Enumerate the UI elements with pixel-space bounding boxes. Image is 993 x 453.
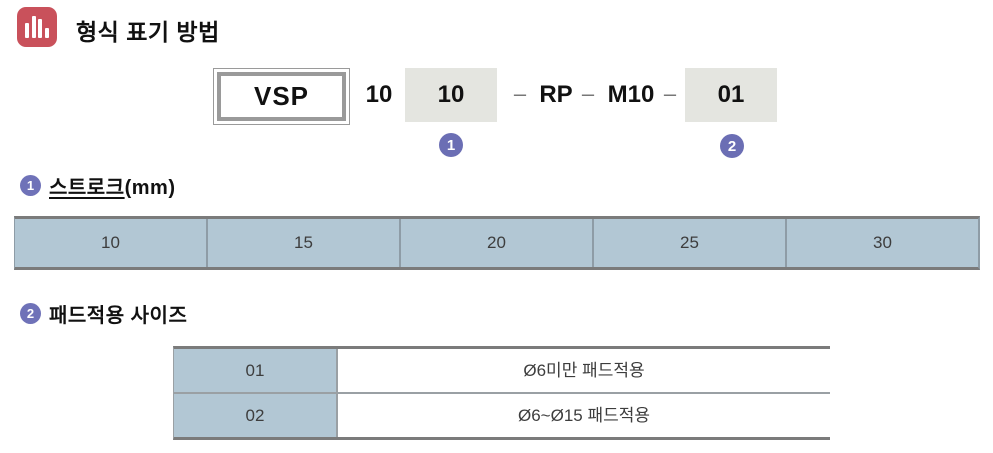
- marker-1-badge: 1: [439, 133, 463, 157]
- stroke-cell: 15: [208, 219, 401, 267]
- model-dash: –: [581, 81, 595, 106]
- pad-code-cell: 02: [174, 394, 338, 437]
- pad-size-table: 01 Ø6미만 패드적용 02 Ø6~Ø15 패드적용: [173, 346, 830, 440]
- model-dash: –: [663, 81, 677, 106]
- stroke-cell: 10: [15, 219, 208, 267]
- bar-chart-icon-bar: [38, 19, 43, 38]
- bar-chart-icon-bar: [44, 28, 49, 38]
- stroke-cell: 30: [787, 219, 978, 267]
- model-prefix-box: VSP: [213, 68, 350, 125]
- section-stroke-title-main: 스트로크: [49, 177, 125, 199]
- section-pad-title: 패드적용 사이즈: [49, 305, 188, 327]
- page-title: 형식 표기 방법: [76, 19, 220, 45]
- table-row: 02 Ø6~Ø15 패드적용: [174, 394, 830, 437]
- section-stroke-title-suffix: (mm): [124, 177, 176, 199]
- stroke-cell: 20: [401, 219, 594, 267]
- model-stroke-code: 10: [405, 68, 497, 122]
- section-pad-header: 2 패드적용 사이즈: [20, 299, 187, 328]
- model-pad-code: 01: [685, 68, 777, 122]
- bar-chart-icon-bar: [31, 16, 36, 38]
- bar-chart-icon-bar: [25, 23, 30, 38]
- bar-chart-icon: [17, 7, 57, 47]
- marker-2-badge: 2: [720, 134, 744, 158]
- model-bore: 10: [365, 81, 393, 108]
- model-prefix: VSP: [217, 72, 346, 121]
- stroke-cell: 25: [594, 219, 787, 267]
- table-row: 01 Ø6미만 패드적용: [174, 349, 830, 394]
- model-dash: –: [513, 81, 527, 106]
- section-stroke-title: 스트로크(mm): [49, 171, 176, 200]
- section-stroke-header: 1 스트로크(mm): [20, 171, 176, 200]
- marker-1-badge: 1: [20, 175, 41, 196]
- pad-desc-cell: Ø6~Ø15 패드적용: [338, 394, 830, 437]
- pad-code-cell: 01: [174, 349, 338, 392]
- pad-desc-cell: Ø6미만 패드적용: [338, 349, 830, 392]
- model-type: RP: [539, 81, 573, 108]
- marker-2-badge: 2: [20, 303, 41, 324]
- model-thread: M10: [607, 81, 655, 108]
- stroke-table: 10 15 20 25 30: [14, 216, 980, 270]
